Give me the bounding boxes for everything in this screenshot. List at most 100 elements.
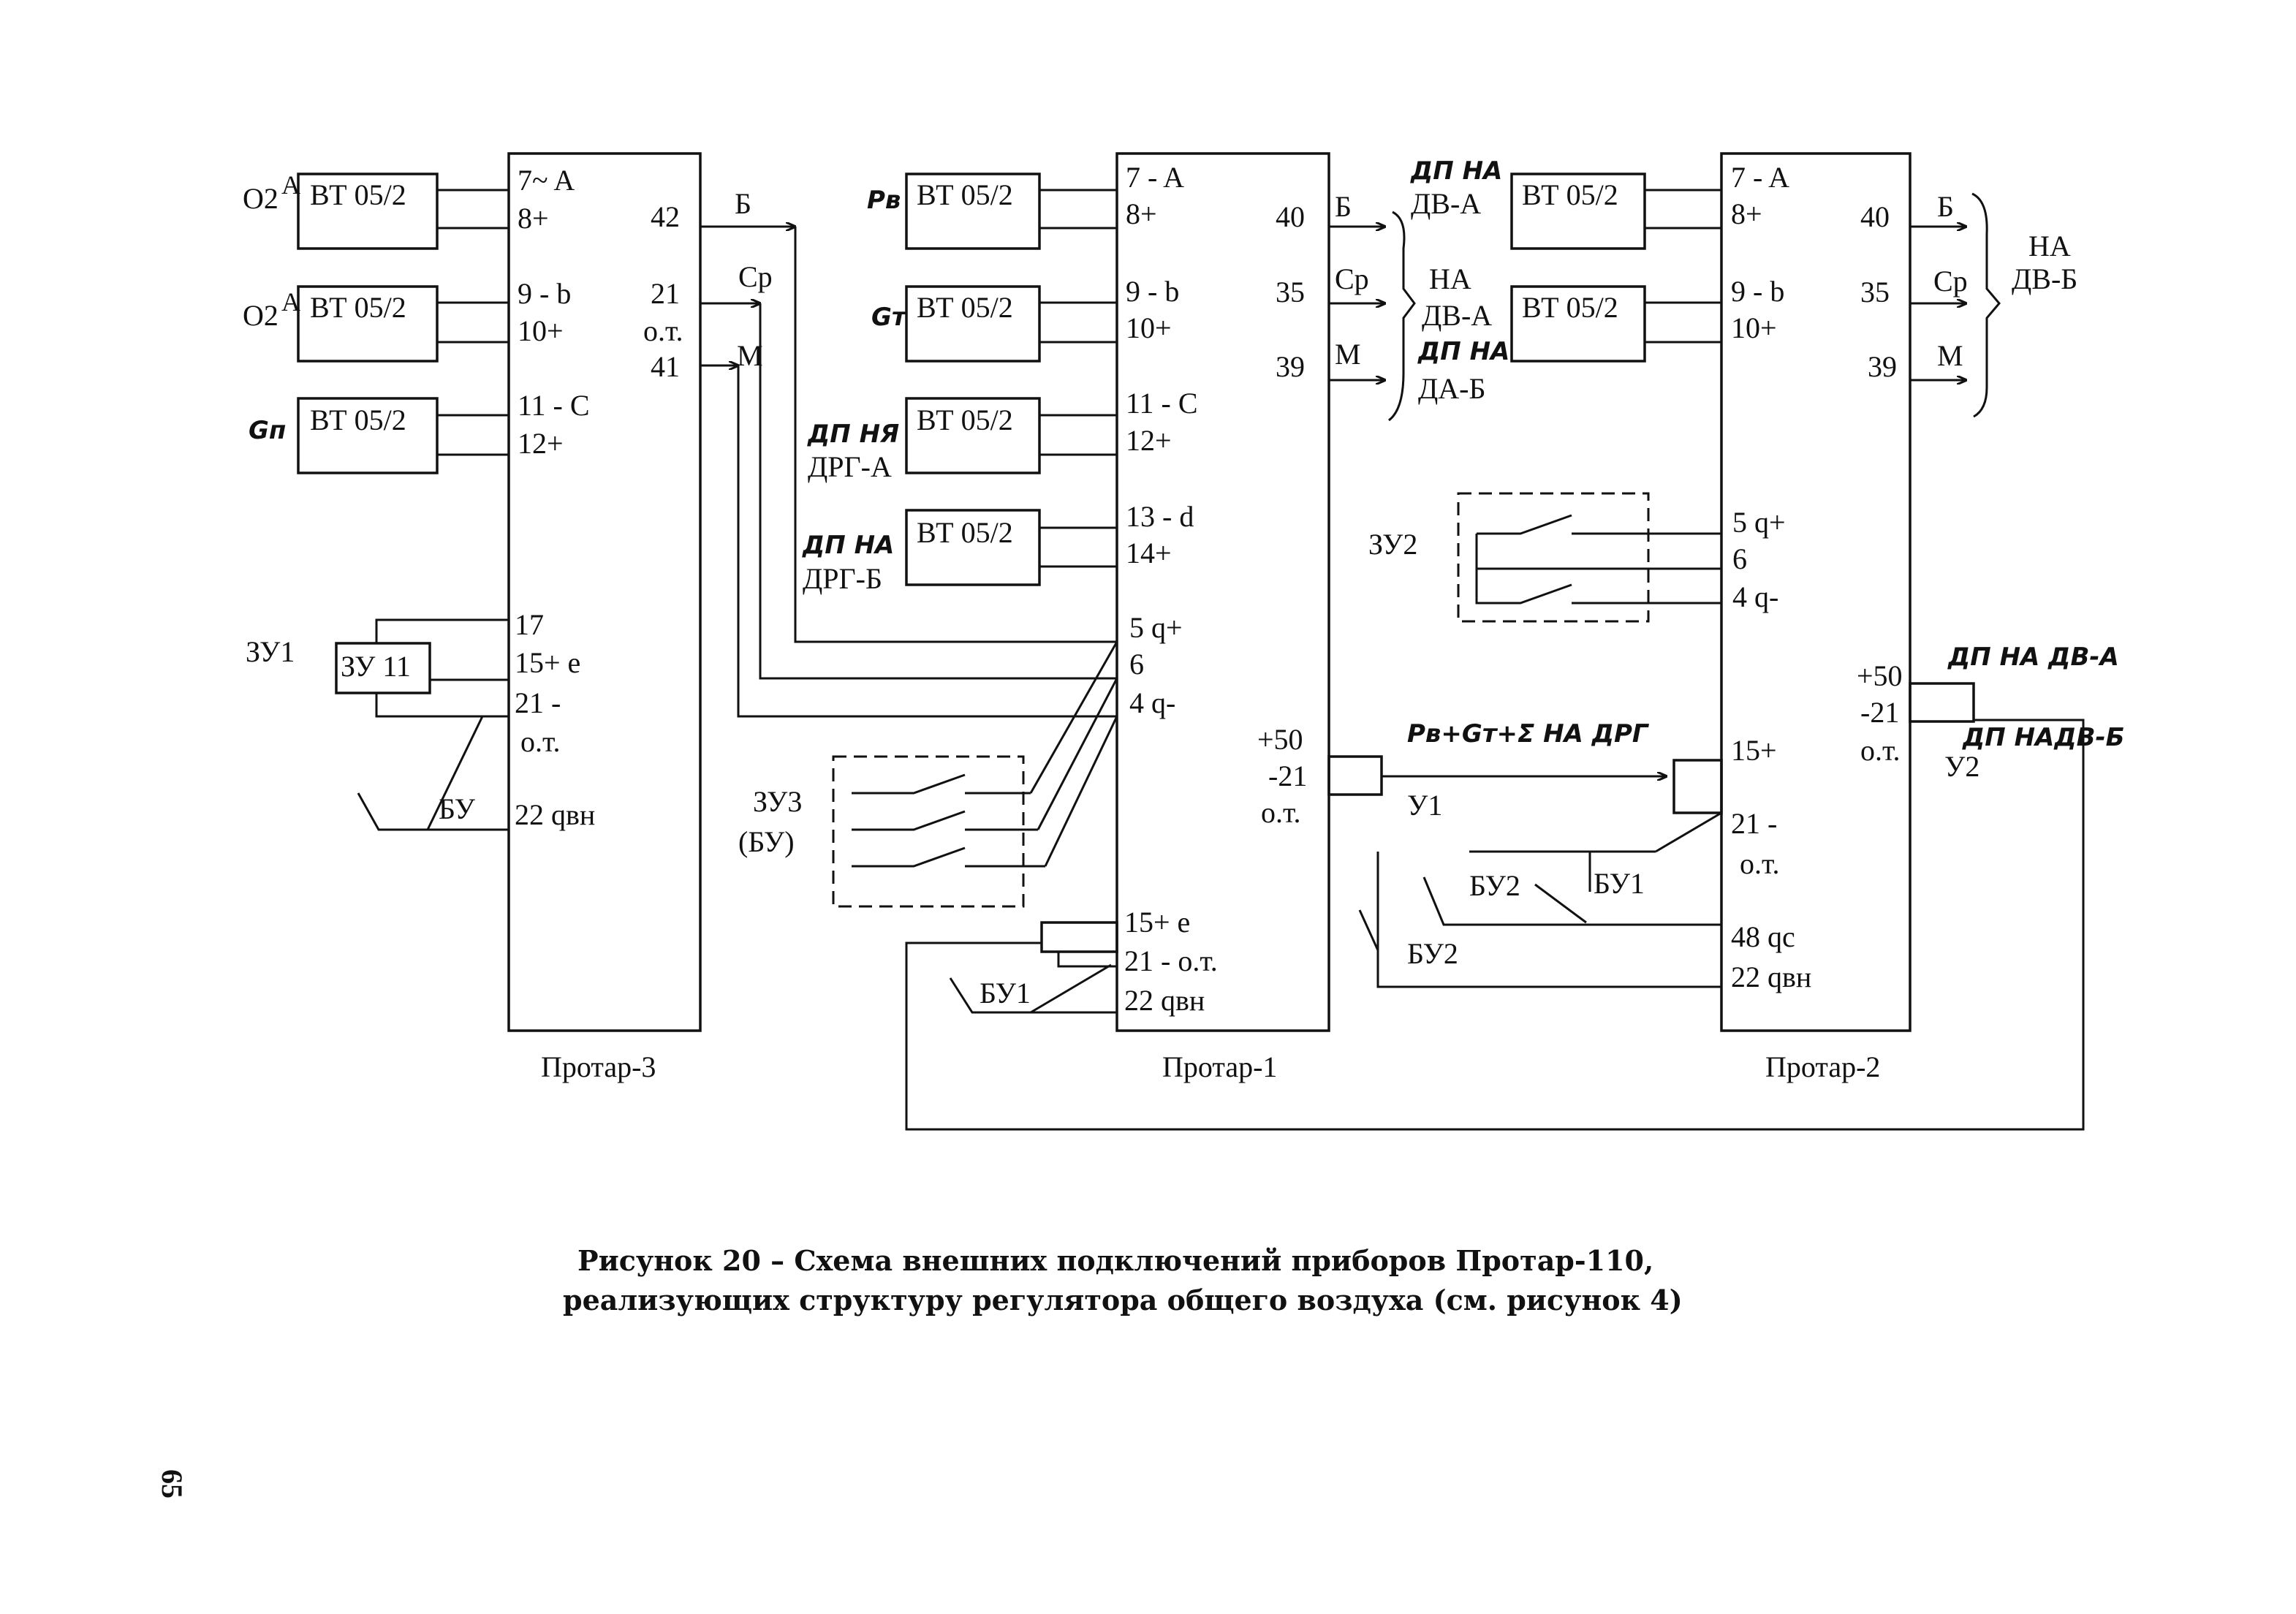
p2-pin-48: 48 qc (1731, 920, 1795, 953)
p3-sensor-2-signal: O2 (243, 299, 279, 332)
p3-pin-9: 9 - b (518, 277, 571, 310)
protar-2-group: Протар-2 ВТ 05/2 7 - A 8+ ВТ 05/2 9 - b … (1358, 152, 2125, 1083)
p2-pin-7: 7 - A (1731, 161, 1789, 194)
p3-out-m: М (737, 339, 763, 372)
zu3-box (832, 755, 1025, 908)
zu2-switches (1475, 514, 1721, 605)
p2-out-m: М (1937, 339, 1963, 372)
p1-pin-50: +50 (1257, 723, 1303, 756)
p1-pin-13: 13 - d (1126, 500, 1194, 533)
p1-out-b: Б (1335, 190, 1352, 223)
p1-pin-40: 40 (1276, 200, 1305, 233)
p2-sensor-1-box-label: ВТ 05/2 (1522, 178, 1618, 211)
protar-1-group: Протар-1 Рв ВТ 05/2 7 - A 8+ Gт ВТ 05/2 … (738, 152, 1509, 1083)
p1-target-top: ДП НА (1410, 156, 1502, 186)
p2-pin-39: 39 (1868, 350, 1897, 383)
p3-sensor-3-box (297, 397, 439, 474)
p3-pin-11: 11 - C (518, 389, 590, 422)
p2-pin-40: 40 (1860, 200, 1890, 233)
p2-pin-35: 35 (1860, 276, 1890, 308)
p1-pin-22qvn: 22 qвн (1124, 984, 1205, 1017)
feedback-top-label: ДП НА ДВ-А (1947, 643, 2119, 672)
p1-pin-7: 7 - A (1126, 161, 1184, 194)
p1-sensor-3-box-label: ВТ 05/2 (917, 404, 1013, 436)
p2-brace (1971, 192, 2001, 418)
p2-pin-22qvn: 22 qвн (1731, 961, 1811, 993)
p3-pin-41: 41 (651, 350, 680, 383)
p3-sensor-2-box-label: ВТ 05/2 (310, 291, 406, 324)
feedback-bottom-label: ДП НАДВ-Б (1962, 723, 2125, 752)
page-number: 65 (156, 1469, 189, 1499)
zu3-label2: (БУ) (738, 825, 795, 858)
p1-bottom-box (1040, 921, 1118, 953)
p1-sensor-4-box (905, 509, 1041, 586)
p1-sensor-2-signal: Gт (871, 303, 908, 332)
zu3-switches (852, 773, 1045, 868)
p1-target-low: ДП НА (1417, 337, 1509, 366)
y1-label: У1 (1407, 789, 1442, 822)
bu2-label-1: БУ2 (1469, 869, 1520, 902)
p3-pin-ot2: о.т. (520, 725, 560, 758)
sum-label: Рв+Gт+Σ НА ДРГ (1407, 719, 1650, 749)
p1-pin-21y: -21 (1268, 759, 1307, 792)
y1-box (1327, 755, 1383, 796)
p3-sensor-1-box-label: ВТ 05/2 (310, 178, 406, 211)
p1-sensor-3-box (905, 397, 1041, 474)
wire-m-q-minus (737, 365, 1117, 718)
p2-sensor-2-box (1510, 285, 1646, 363)
p2-out-b: Б (1937, 190, 1954, 223)
zu2-box (1457, 492, 1650, 623)
p3-pin-10: 10+ (518, 314, 564, 347)
bu1-label-2: БУ1 (1594, 867, 1645, 900)
p3-pin-15e: 15+ e (515, 646, 580, 679)
p2-pin-10: 10+ (1731, 311, 1777, 344)
p2-target-2: ДВ-Б (2012, 262, 2077, 295)
p1-pin-39: 39 (1276, 350, 1305, 383)
p3-pin-8: 8+ (518, 202, 549, 235)
p1-pin-14: 14+ (1126, 537, 1172, 569)
p3-out-cp: Ср (738, 260, 773, 293)
p1-pin-9: 9 - b (1126, 275, 1179, 308)
p2-pin-50: +50 (1857, 659, 1903, 692)
p3-sensor-3-box-label: ВТ 05/2 (310, 404, 406, 436)
protar-3-label: Протар-3 (541, 1050, 656, 1083)
p1-pin-11: 11 - C (1126, 387, 1198, 420)
p2-pin-oty: о.т. (1860, 734, 1900, 767)
p2-out-cp: Ср (1933, 265, 1968, 298)
wire-cp-6 (759, 303, 1117, 680)
p3-pin-21: 21 (651, 277, 680, 310)
p3-sensor-1-box (297, 173, 439, 250)
p1-target-low2: ДА-Б (1418, 372, 1485, 405)
protar-3-box (507, 152, 702, 1032)
y2-label: У2 (1944, 750, 1979, 783)
protar-1-box (1115, 152, 1330, 1032)
feedback-loop (905, 719, 2085, 1131)
p1-out-cp: Ср (1335, 262, 1369, 295)
p1-sensor-4-signal: ДП НА (802, 531, 894, 560)
p2-pin-9: 9 - b (1731, 275, 1784, 308)
zu11-box (335, 642, 431, 694)
p1-sensor-2-box-label: ВТ 05/2 (917, 291, 1013, 324)
protar-2-box (1720, 152, 1912, 1032)
p1-sensor-1-box (905, 173, 1041, 250)
p1-sensor-1-box-label: ВТ 05/2 (917, 178, 1013, 211)
p3-sensor-3-signal: Gп (249, 416, 286, 445)
p1-pin-oty: о.т. (1261, 796, 1300, 829)
p2-sensor-2-box-label: ВТ 05/2 (1522, 291, 1618, 324)
p1-sensor-3-signal: ДП НЯ (807, 420, 899, 449)
p3-pin-42: 42 (651, 200, 680, 233)
p2-pin-8: 8+ (1731, 197, 1762, 230)
p1-out-m: М (1335, 338, 1361, 371)
zu1-label: ЗУ1 (246, 635, 295, 668)
p2-input-box (1672, 759, 1723, 814)
zu3-wires (1029, 641, 1118, 867)
p1-pin-21ot: 21 - о.т. (1124, 944, 1218, 977)
p1-target-top2: ДВ-А (1411, 187, 1481, 220)
figure-caption-line-1: Рисунок 20 – Схема внешних подключений п… (577, 1244, 1653, 1277)
bu1-label: БУ1 (980, 977, 1031, 1009)
bu2-label-2: БУ2 (1407, 937, 1458, 970)
wire-b-q-plus (794, 227, 1117, 643)
p3-pin-7: 7~ A (518, 164, 575, 197)
p2-target-1: НА (2028, 230, 2071, 262)
p2-bu-switches (1358, 811, 1722, 988)
